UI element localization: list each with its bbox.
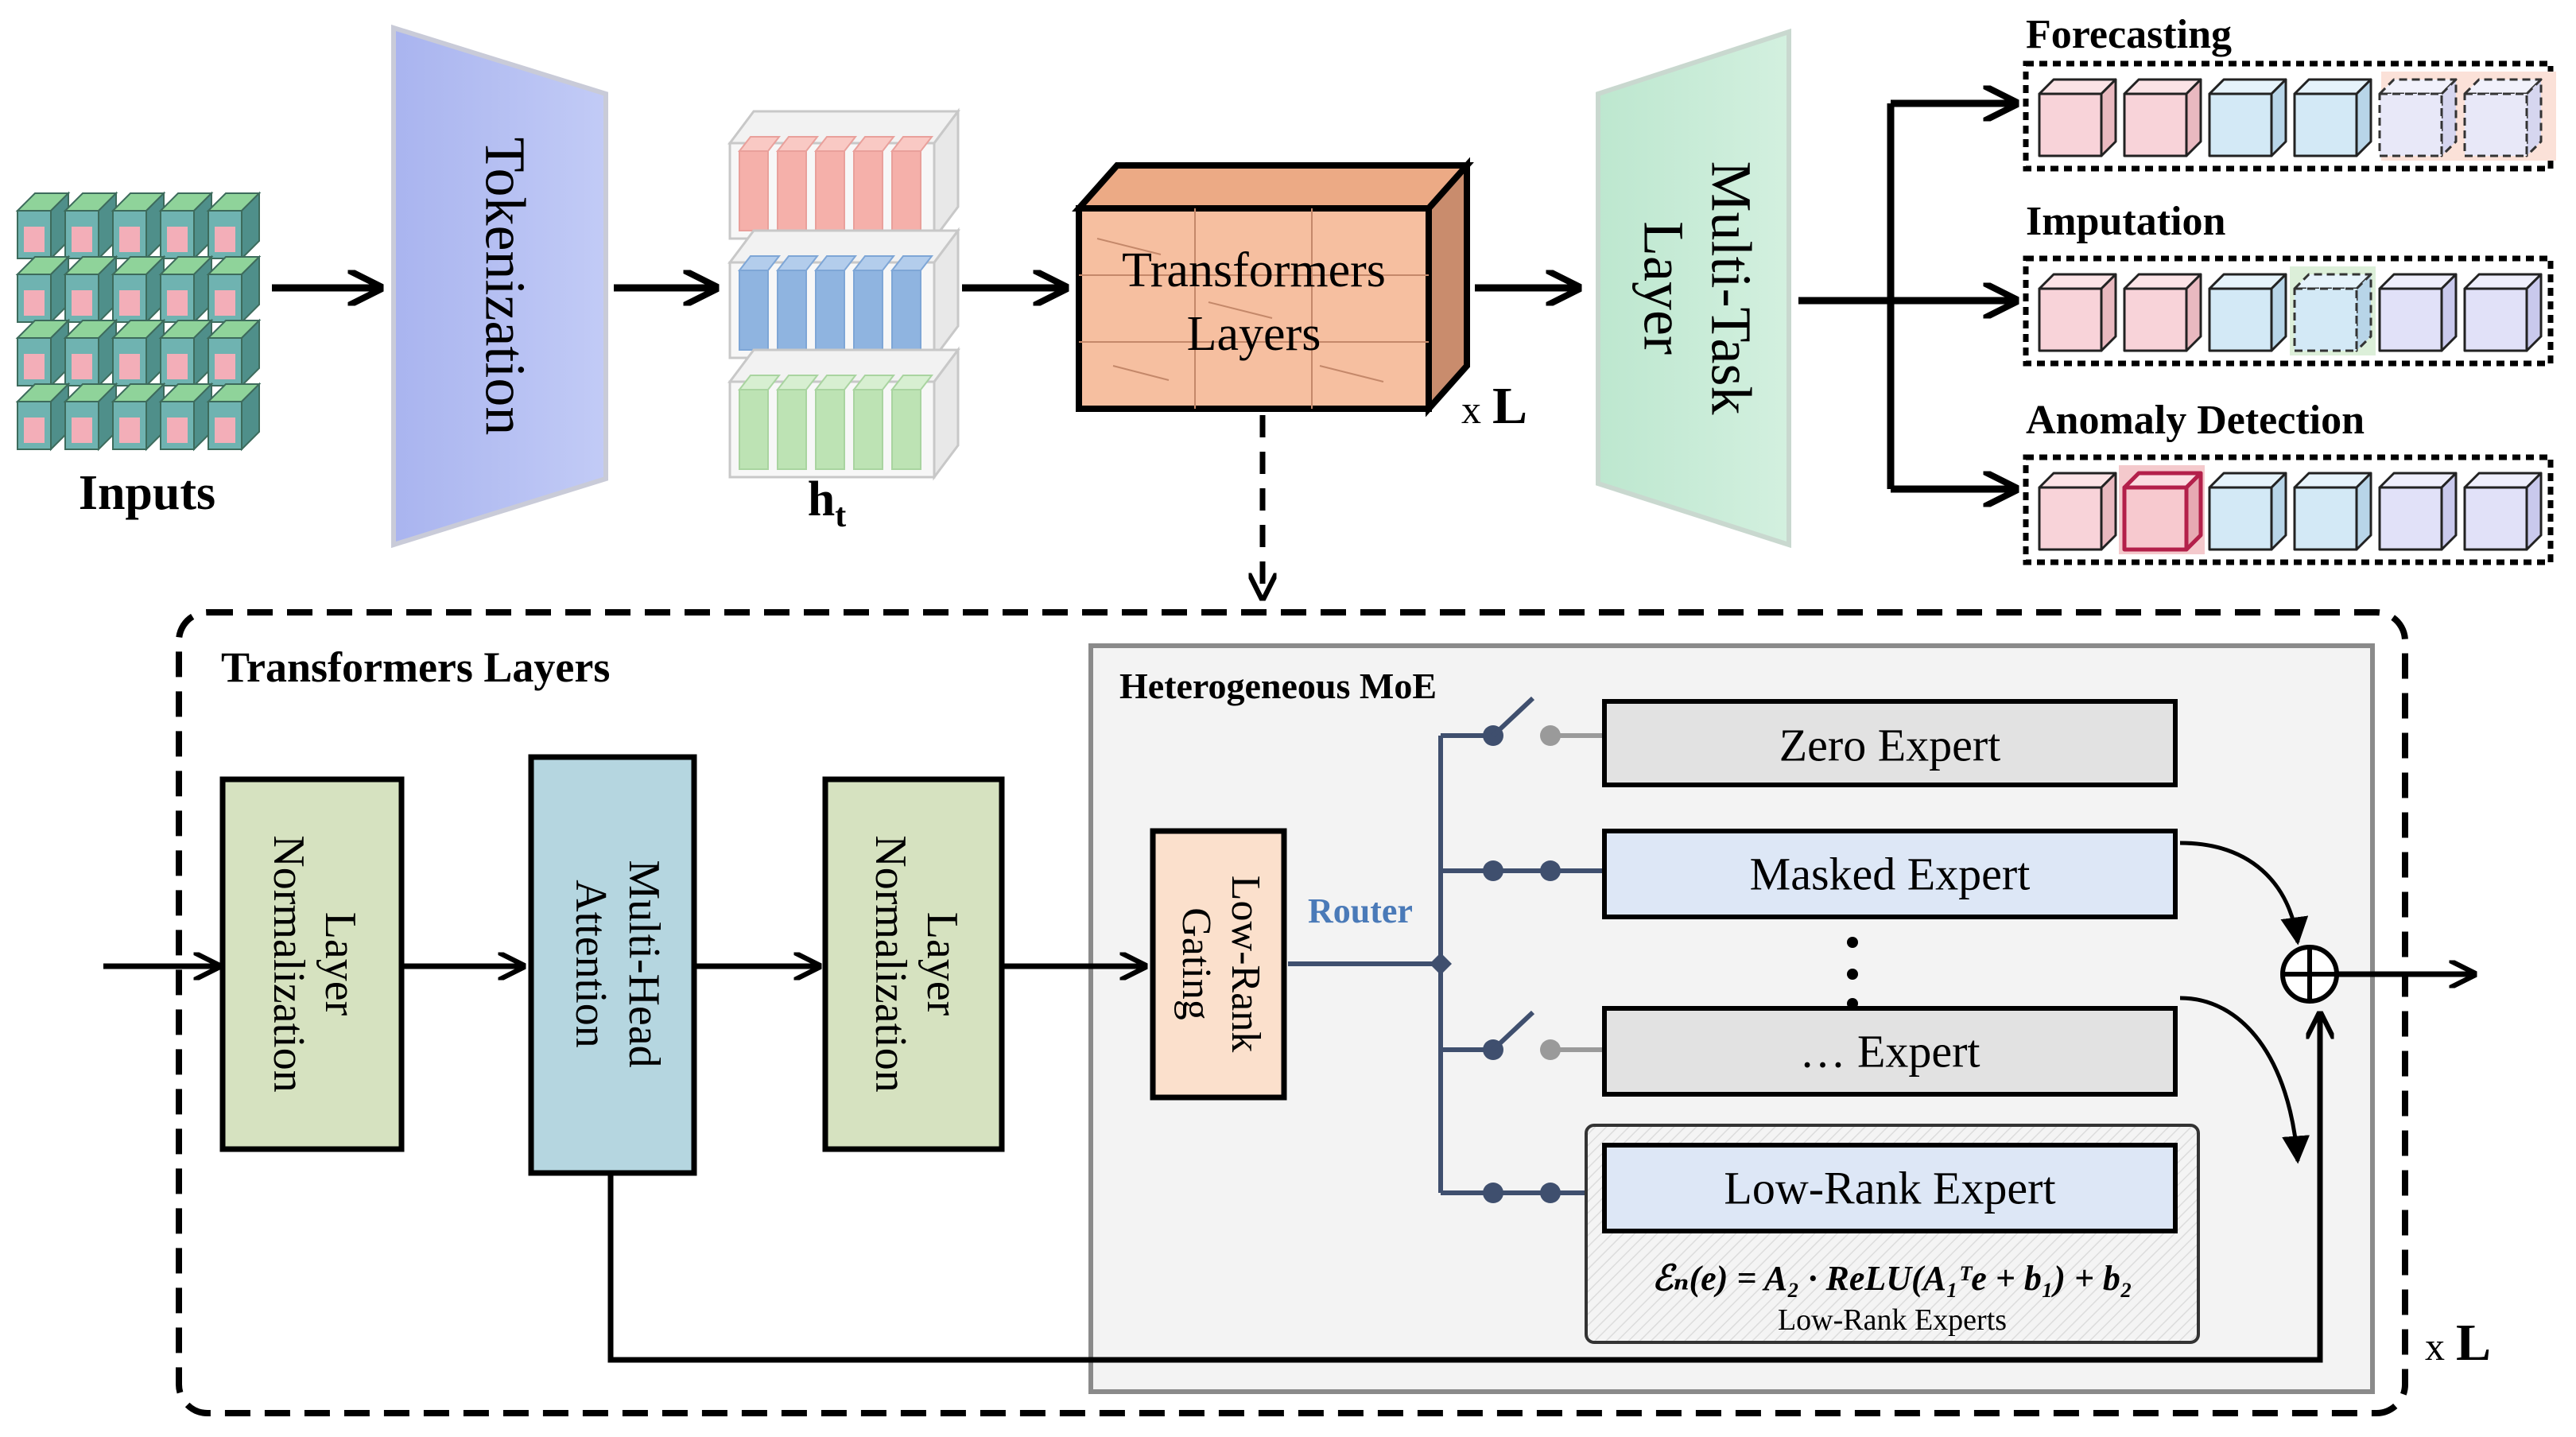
- cube-icon: [2293, 78, 2372, 157]
- switch-off-zero: [1483, 696, 1604, 746]
- cube-icon: [2463, 78, 2543, 157]
- tokenization-block: [391, 24, 608, 549]
- low-rank-expert-label: Low-Rank Expert: [1724, 1162, 2055, 1214]
- input-cell-icon: [158, 254, 214, 324]
- cube-icon: [2293, 273, 2372, 352]
- token-group-icon: [727, 107, 960, 243]
- cube-icon: [2123, 78, 2202, 157]
- layer-norm-1: [219, 776, 405, 1152]
- masked-expert-box: [1602, 829, 2178, 919]
- input-cell-icon: [158, 318, 214, 388]
- zero-expert-label: Zero Expert: [1779, 719, 2001, 771]
- token-group-icon: [727, 346, 960, 481]
- multitask-block: [1596, 28, 1791, 549]
- other-expert-label: … Expert: [1799, 1025, 1980, 1077]
- expert-combination-arrows: [2179, 841, 2310, 1164]
- input-cell-icon: [158, 191, 214, 261]
- transformers-label-line2: Layers: [1187, 307, 1321, 361]
- input-cell-icon: [111, 191, 166, 261]
- task-title-forecasting: Forecasting: [2026, 12, 2232, 57]
- inputs-label: Inputs: [79, 466, 215, 520]
- zero-expert-box: [1602, 699, 2178, 787]
- layer-norm-1-line2: Normalization: [264, 835, 313, 1092]
- input-cell-icon: [206, 254, 262, 324]
- switch-off-other: [1483, 1010, 1604, 1060]
- cube-icon: [2038, 472, 2117, 551]
- layer-norm-2-line2: Normalization: [866, 835, 915, 1092]
- multi-head-attention: [528, 754, 697, 1176]
- cube-icon: [2208, 273, 2287, 352]
- transformers-block: [1072, 157, 1474, 418]
- gating-line2: Gating: [1174, 907, 1219, 1020]
- transformers-label-line1: Transformers: [1122, 243, 1386, 297]
- cube-icon: [2208, 78, 2287, 157]
- low-rank-caption: Low-Rank Experts: [1778, 1303, 2007, 1337]
- inputs-tensor-icon: [15, 191, 262, 452]
- cube-icon: [2378, 273, 2458, 352]
- cube-icon: [2038, 273, 2117, 352]
- cube-icon: [2293, 472, 2372, 551]
- detail-flow-arrows: [103, 966, 2474, 1363]
- input-cell-icon: [63, 191, 118, 261]
- attention-line2: Attention: [566, 880, 615, 1048]
- token-stack-icon: [727, 107, 960, 481]
- ht-label: ht: [808, 472, 846, 534]
- cube-icon: [2463, 273, 2543, 352]
- input-cell-icon: [206, 382, 262, 452]
- other-expert-box: [1602, 1006, 2178, 1097]
- task-row-0: [2023, 60, 2556, 172]
- task-row-1: [2023, 255, 2554, 367]
- cube-icon: [2122, 471, 2203, 552]
- input-cell-icon: [63, 254, 118, 324]
- masked-expert-label: Masked Expert: [1750, 848, 2031, 899]
- input-cell-icon: [15, 254, 71, 324]
- input-cell-icon: [15, 191, 71, 261]
- cube-icon: [2208, 472, 2287, 551]
- input-cell-icon: [63, 382, 118, 452]
- multitask-label-line1: Multi-Task: [1699, 161, 1763, 415]
- layer-norm-2: [822, 776, 1005, 1152]
- task-token-rows: [2023, 60, 2556, 565]
- layer-norm-1-line1: Layer: [316, 912, 365, 1016]
- detail-panel: [176, 609, 2408, 1416]
- task-title-anomaly: Anomaly Detection: [2026, 398, 2365, 443]
- low-rank-expert-box: [1602, 1143, 2178, 1233]
- router-label: Router: [1308, 891, 1413, 930]
- task-title-imputation: Imputation: [2026, 199, 2225, 244]
- attention-line1: Multi-Head: [619, 860, 669, 1067]
- input-cell-icon: [63, 318, 118, 388]
- input-cell-icon: [111, 254, 166, 324]
- switch-on-masked: [1483, 860, 1561, 881]
- input-cell-icon: [111, 382, 166, 452]
- cube-icon: [2463, 472, 2543, 551]
- input-cell-icon: [15, 318, 71, 388]
- low-rank-formula: ℰₙ(e) = A₂ · ReLU(A₁ᵀe + b₁) + b₂: [1652, 1259, 2133, 1298]
- sum-operator-icon: [2280, 945, 2339, 1004]
- token-group-icon: [727, 227, 960, 362]
- low-rank-gating: [1150, 828, 1287, 1101]
- cube-icon: [2038, 78, 2117, 157]
- task-branch-arrows: [1798, 103, 2015, 489]
- task-row-2: [2023, 454, 2554, 565]
- cube-icon: [2378, 472, 2458, 551]
- switch-on-lowrank: [1483, 1183, 1561, 1203]
- tokenization-label: Tokenization: [473, 138, 537, 436]
- input-cell-icon: [206, 318, 262, 388]
- input-cell-icon: [158, 382, 214, 452]
- router-junction: [1430, 953, 1452, 975]
- cube-icon: [2378, 78, 2458, 157]
- input-cell-icon: [206, 191, 262, 261]
- detail-title: Transformers Layers: [221, 643, 610, 691]
- input-cell-icon: [15, 382, 71, 452]
- layer-norm-2-line1: Layer: [918, 912, 967, 1016]
- moe-title: Heterogeneous MoE: [1119, 666, 1437, 706]
- input-cell-icon: [111, 318, 166, 388]
- gating-line1: Low-Rank: [1223, 876, 1268, 1052]
- multitask-label-line2: Layer: [1631, 221, 1695, 355]
- cube-icon: [2123, 273, 2202, 352]
